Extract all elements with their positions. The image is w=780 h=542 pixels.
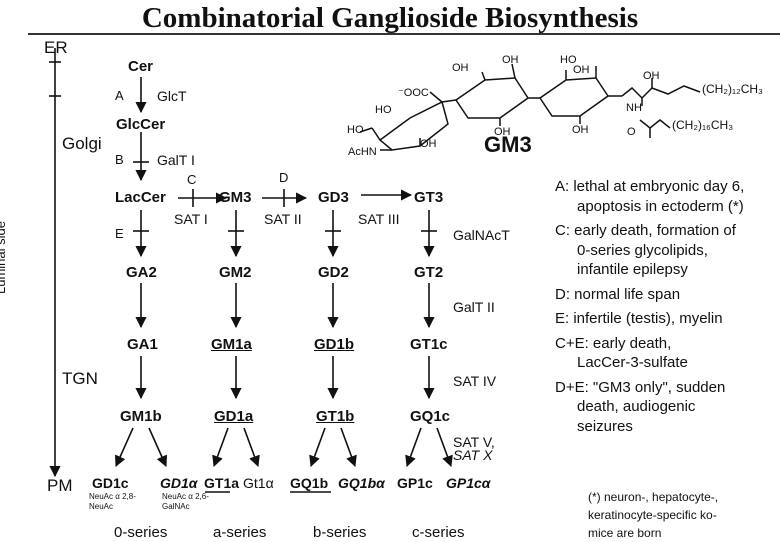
node-gt3: GT3 (414, 189, 444, 206)
step-a: A (115, 88, 124, 103)
structure-achn: AcHN (348, 146, 377, 158)
gd1c-linkage: NeuAc α 2,8- NeuAc (89, 492, 136, 511)
pm-label: PM (47, 476, 73, 495)
step-e: E (115, 226, 124, 241)
node-gm3: GM3 (219, 189, 252, 206)
structure-oh-gal: OH (494, 126, 511, 138)
structure-ho-top: HO (560, 54, 577, 66)
structure-oh-cer: OH (643, 70, 660, 82)
enzyme-sat5: SAT V, (453, 434, 495, 450)
node-gt1c: GT1c (410, 336, 448, 353)
final-gd1alpha: GD1α (160, 475, 198, 491)
golgi-label: Golgi (62, 134, 102, 153)
enzyme-galt1: GalT I (157, 152, 195, 168)
enzyme-sat2: SAT II (264, 211, 302, 227)
arrow-gt1b-gq1b (309, 427, 326, 468)
structure-ho-left2: HO (375, 104, 392, 116)
arrow-gq1c-gp1c (405, 427, 422, 468)
node-gd2: GD2 (318, 264, 349, 281)
legend-item-d: D: normal life span (555, 285, 681, 303)
footnote: (*) neuron-, hepatocyte-, keratinocyte-s… (588, 490, 719, 540)
sphingosine-chain (621, 85, 701, 100)
structure-nh: NH (626, 102, 642, 114)
enzyme-galnact: GalNAcT (453, 227, 510, 243)
node-gt2: GT2 (414, 264, 444, 281)
legend-item-e: E: infertile (testis), myelin (555, 310, 723, 327)
final-gd1c: GD1c (92, 475, 129, 491)
node-gd1a: GD1a (214, 408, 254, 425)
structure-oh-top: OH (452, 62, 469, 74)
arrow-gq1c-gp1calpha (436, 427, 453, 468)
arrow-gm1b-gd1c (115, 427, 134, 468)
glucose-ring (538, 77, 610, 117)
structure-oh-top2: OH (502, 54, 519, 66)
gt1a-linkage: NeuAc α 2,6- GalNAc (162, 492, 209, 511)
node-cer: Cer (128, 58, 154, 75)
galactose-ring (454, 77, 530, 119)
diagram-title: Combinatorial Ganglioside Biosynthesis (141, 2, 639, 34)
node-gm1a: GM1a (211, 336, 252, 353)
node-gm2: GM2 (219, 264, 252, 281)
final-gq1b: GQ1b (290, 475, 329, 491)
node-glccer: GlcCer (116, 116, 166, 133)
final-gp1calpha: GP1cα (446, 475, 491, 491)
structure-oh-glc: OH (572, 124, 589, 136)
series-0: 0-series (114, 524, 168, 541)
series-a: a-series (213, 524, 267, 541)
series-b: b-series (313, 524, 367, 541)
final-gq1balpha: GQ1bα (338, 475, 385, 491)
enzyme-glct: GlcT (157, 88, 187, 104)
legend-item-ce: C+E: early death, LacCer-3-sulfate (555, 334, 688, 372)
enzyme-satx: SAT X (453, 447, 493, 463)
step-d: D (279, 170, 289, 185)
node-ga2: GA2 (126, 264, 157, 281)
enzyme-sat3: SAT III (358, 211, 400, 227)
structure-label-gm3: GM3 (484, 132, 532, 157)
node-gd1b: GD1b (314, 336, 355, 353)
final-gt1alpha: Gt1α (243, 475, 274, 491)
final-gp1c: GP1c (397, 475, 433, 491)
title-rule (28, 33, 780, 35)
structure-oh-top3: OH (573, 64, 590, 76)
structure-chain-a: (CH₂)₁₂CH₃ (702, 82, 763, 96)
gm3-structure (359, 63, 701, 151)
node-gm1b: GM1b (120, 408, 162, 425)
node-gq1c: GQ1c (410, 408, 451, 425)
arrow-gd1a-gt1a (212, 427, 229, 468)
arrow-gd1a-gt1alpha (243, 427, 260, 468)
final-gt1a: GT1a (204, 475, 240, 491)
fatty-acyl-chain (639, 119, 671, 129)
enzyme-sat4: SAT IV (453, 373, 497, 389)
arrow-gm1b-gd1alpha (148, 427, 167, 468)
tgn-label: TGN (62, 369, 98, 388)
step-c: C (187, 172, 197, 187)
structure-chain-b: (CH₂)₁₆CH₃ (672, 118, 734, 132)
structure-coo: ⁻OOC (398, 87, 429, 99)
enzyme-galt2: GalT II (453, 299, 495, 315)
legend-item-a: A: lethal at embryonic day 6, apoptosis … (555, 178, 745, 215)
luminal-side-label: Luminal side (0, 221, 8, 294)
legend-item-de: D+E: "GM3 only", sudden death, audiogeni… (555, 378, 726, 435)
legend-item-c: C: early death, formation of 0-series gl… (555, 222, 736, 278)
structure-ho-left: HO (347, 124, 364, 136)
phenotype-legend: A: lethal at embryonic day 6, apoptosis … (555, 177, 780, 441)
node-gd3: GD3 (318, 189, 349, 206)
step-b: B (115, 152, 124, 167)
er-label: ER (44, 38, 68, 57)
node-gt1b: GT1b (316, 408, 355, 425)
structure-oh-mid: OH (420, 138, 437, 150)
node-laccer: LacCer (115, 189, 166, 206)
structure-o: O (627, 126, 636, 138)
arrow-gt1b-gq1balpha (340, 427, 357, 468)
enzyme-sat1: SAT I (174, 211, 208, 227)
series-c: c-series (412, 524, 465, 541)
node-ga1: GA1 (127, 336, 158, 353)
